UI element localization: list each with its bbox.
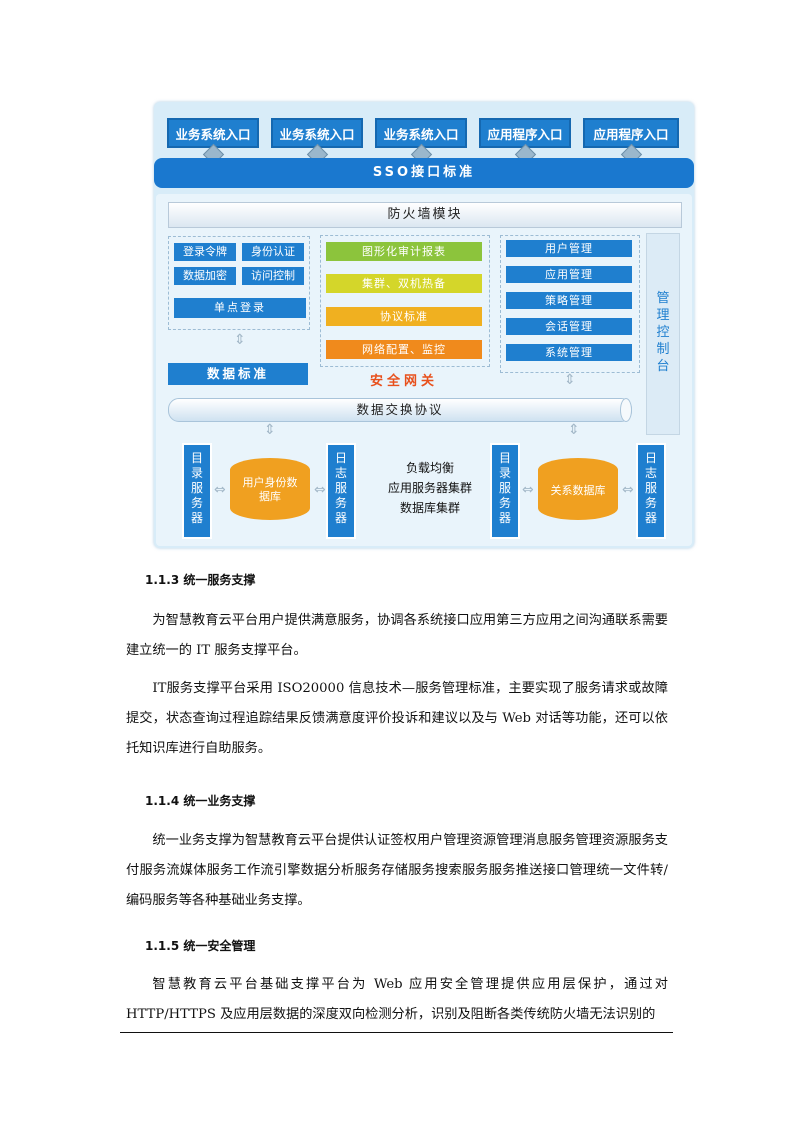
architecture-diagram: 业务系统入口 业务系统入口 业务系统入口 应用程序入口 应用程序入口 SSO接口… (154, 102, 694, 548)
directory-server: 目录服务器 (182, 443, 212, 539)
section-heading: 1.1.3 统一服务支撑 (145, 573, 256, 587)
data-standard-box: 数据标准 (168, 363, 308, 385)
entry-box: 业务系统入口 (375, 118, 467, 148)
log-server: 日志服务器 (636, 443, 666, 539)
cluster-line: 应用服务器集群 (387, 481, 472, 495)
double-arrow-icon: ⇔ (214, 482, 226, 498)
double-arrow-icon: ⇔ (522, 482, 534, 498)
entry-box: 应用程序入口 (583, 118, 679, 148)
double-arrow-icon: ⇔ (314, 482, 326, 498)
section-body: 智慧教育云平台基础支撑平台为 Web 应用安全管理提供应用层保护，通过对HTTP… (126, 970, 668, 1030)
log-server: 日志服务器 (326, 443, 356, 539)
management-button: 策略管理 (506, 292, 632, 309)
management-button: 用户管理 (506, 240, 632, 257)
double-arrow-icon: ⇕ (568, 422, 580, 438)
paragraph: 智慧教育云平台基础支撑平台为 Web 应用安全管理提供应用层保护，通过对HTTP… (126, 977, 668, 1022)
gateway-bar: 协议标准 (326, 307, 482, 326)
sso-interface-bar: SSO接口标准 (154, 158, 694, 188)
cluster-line: 负载均衡 (405, 461, 454, 475)
double-arrow-icon: ⇕ (564, 372, 576, 388)
double-arrow-icon: ⇔ (622, 482, 634, 498)
entry-box: 业务系统入口 (167, 118, 259, 148)
directory-server-label: 目录服务器 (498, 451, 511, 525)
double-arrow-icon: ⇕ (234, 332, 246, 348)
data-exchange-protocol: 数据交换协议 (168, 398, 632, 422)
cluster-description: 负载均衡 应用服务器集群 数据库集群 (368, 458, 492, 518)
auth-group (168, 236, 310, 330)
management-console-label: 管理控制台 (656, 291, 670, 374)
identity-database-label: 用户身份数据库 (242, 476, 298, 503)
directory-server-label: 目录服务器 (190, 451, 203, 525)
paragraph: 统一业务支撑为智慧教育云平台提供认证签权用户管理资源管理消息服务管理资源服务支付… (126, 833, 668, 908)
section-body: 为智慧教育云平台用户提供满意服务，协调各系统接口应用第三方应用之间沟通联系需要建… (126, 606, 668, 764)
double-arrow-icon: ⇕ (264, 422, 276, 438)
management-group (500, 235, 640, 373)
management-button: 应用管理 (506, 266, 632, 283)
log-server-label: 日志服务器 (334, 451, 347, 525)
gateway-bar: 网络配置、监控 (326, 340, 482, 359)
single-login-button: 单点登录 (174, 298, 306, 318)
management-button: 会话管理 (506, 318, 632, 335)
footer-rule (120, 1032, 673, 1033)
section-heading: 1.1.5 统一安全管理 (145, 939, 256, 953)
section-body: 统一业务支撑为智慧教育云平台提供认证签权用户管理资源管理消息服务管理资源服务支付… (126, 826, 668, 916)
auth-button: 登录令牌 (174, 243, 236, 261)
relational-database: 关系数据库 (538, 458, 618, 520)
section-heading: 1.1.4 统一业务支撑 (145, 794, 256, 808)
identity-database: 用户身份数据库 (230, 458, 310, 520)
gateway-group (320, 235, 490, 367)
firewall-module: 防火墙模块 (168, 202, 682, 228)
management-console: 管理控制台 (646, 233, 680, 435)
auth-button: 身份认证 (242, 243, 304, 261)
management-button: 系统管理 (506, 344, 632, 361)
auth-button: 数据加密 (174, 267, 236, 285)
pipe-end (620, 398, 632, 422)
directory-server: 目录服务器 (490, 443, 520, 539)
paragraph: 为智慧教育云平台用户提供满意服务，协调各系统接口应用第三方应用之间沟通联系需要建… (126, 613, 668, 658)
security-gateway-label: 安全网关 (369, 374, 438, 389)
gateway-bar: 集群、双机热备 (326, 274, 482, 293)
gateway-bar: 图形化审计报表 (326, 242, 482, 261)
auth-button: 访问控制 (242, 267, 304, 285)
log-server-label: 日志服务器 (644, 451, 657, 525)
paragraph: IT服务支撑平台采用 ISO20000 信息技术—服务管理标准，主要实现了服务请… (126, 681, 668, 756)
cluster-line: 数据库集群 (399, 501, 460, 515)
